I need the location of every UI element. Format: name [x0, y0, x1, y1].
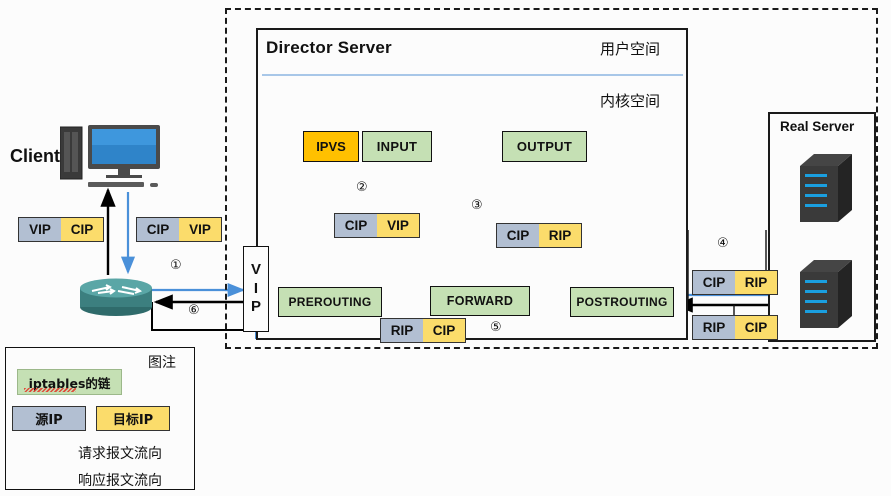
ip-pair-realserver-in: CIP RIP	[692, 270, 778, 295]
step-marker-3: ③	[471, 198, 483, 213]
step-marker-1: ①	[170, 258, 182, 273]
lvs-boundary-region	[225, 8, 878, 349]
dest-ip-cell: VIP	[179, 218, 221, 241]
chain-input[interactable]: INPUT	[362, 131, 432, 162]
spellcheck-underline-icon	[24, 388, 76, 392]
ip-pair-step5: RIP CIP	[380, 318, 466, 343]
server-tower-icon	[800, 260, 852, 328]
vip-letter-i: I	[253, 279, 259, 297]
server-tower-icon	[800, 154, 852, 222]
router-icon	[80, 278, 152, 316]
kernel-space-label: 内核空间	[600, 92, 661, 110]
vip-letter-v: V	[250, 260, 261, 278]
step-marker-6: ⑥	[188, 303, 200, 318]
dest-ip-cell: RIP	[735, 271, 777, 294]
legend-title: 图注	[148, 355, 176, 371]
dest-ip-cell: CIP	[423, 319, 465, 342]
legend-chain-swatch: iptables的链	[17, 369, 122, 395]
vip-letter-p: P	[250, 298, 261, 316]
vip-interface-box: V I P	[243, 246, 269, 332]
dest-ip-cell: CIP	[61, 218, 103, 241]
source-ip-cell: RIP	[381, 319, 423, 342]
source-ip-cell: CIP	[335, 214, 377, 237]
client-computer-icon	[60, 125, 160, 187]
chain-postrouting[interactable]: POSTROUTING	[570, 287, 674, 317]
client-label: Client	[10, 146, 61, 166]
userspace-kernelspace-divider	[262, 74, 683, 76]
user-space-label: 用户空间	[600, 40, 661, 58]
legend-request-flow-label: 请求报文流向	[78, 446, 162, 462]
ip-pair-realserver-out: RIP CIP	[692, 315, 778, 340]
director-server-title: Director Server	[266, 38, 392, 57]
chain-forward[interactable]: FORWARD	[430, 286, 530, 316]
ipvs-module-box[interactable]: IPVS	[303, 131, 359, 162]
source-ip-cell: CIP	[497, 224, 539, 247]
step-marker-5: ⑤	[490, 320, 502, 335]
ip-pair-client-right: CIP VIP	[136, 217, 222, 242]
step-marker-2: ②	[356, 180, 368, 195]
legend-response-flow-label: 响应报文流向	[78, 473, 162, 489]
dest-ip-cell: VIP	[377, 214, 419, 237]
source-ip-cell: CIP	[137, 218, 179, 241]
legend-dest-ip-swatch: 目标IP	[96, 406, 170, 431]
dest-ip-cell: CIP	[735, 316, 777, 339]
ip-pair-step3: CIP RIP	[496, 223, 582, 248]
chain-output[interactable]: OUTPUT	[502, 131, 587, 162]
source-ip-cell: VIP	[19, 218, 61, 241]
legend-source-ip-swatch: 源IP	[12, 406, 86, 431]
source-ip-cell: RIP	[693, 316, 735, 339]
chain-prerouting[interactable]: PREROUTING	[278, 287, 382, 317]
step-marker-4: ④	[717, 236, 729, 251]
ip-pair-step2: CIP VIP	[334, 213, 420, 238]
ip-pair-client-left: VIP CIP	[18, 217, 104, 242]
legend-chain-label: iptables的链	[28, 375, 111, 391]
dest-ip-cell: RIP	[539, 224, 581, 247]
real-server-title: Real Server	[780, 119, 855, 134]
source-ip-cell: CIP	[693, 271, 735, 294]
